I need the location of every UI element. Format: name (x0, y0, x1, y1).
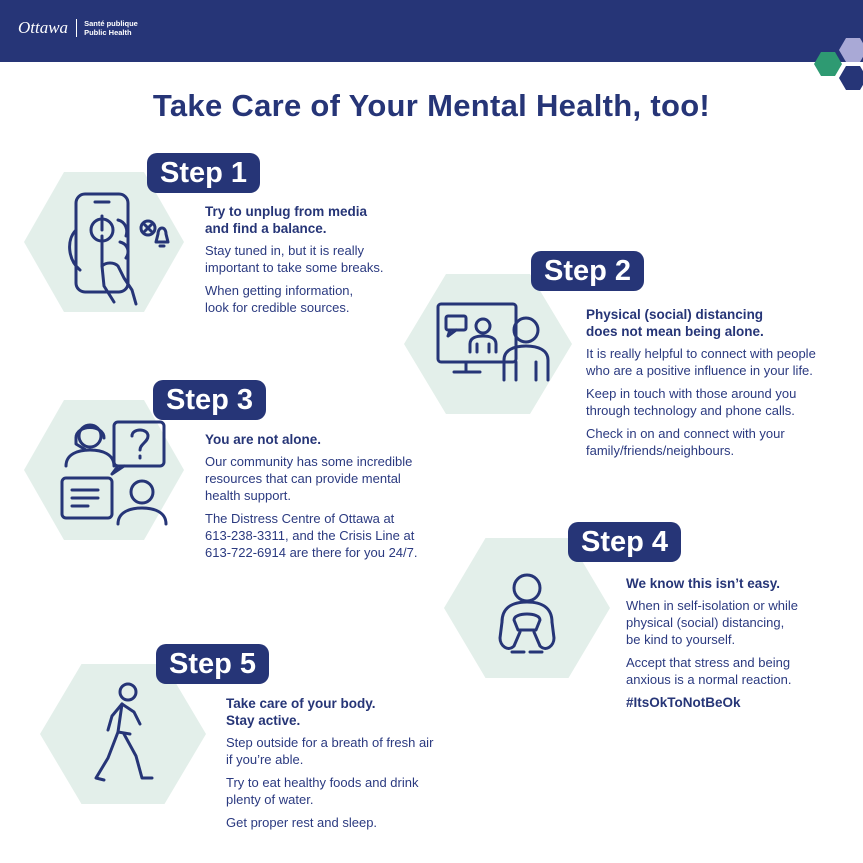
step5-paragraph-1: Step outside for a breath of fresh air i… (226, 735, 434, 767)
phone-unplug-icon (68, 192, 170, 306)
step1-paragraph-2: When getting information, look for credi… (205, 283, 354, 315)
header-bar: Ottawa Santé publique Public Health (0, 0, 863, 62)
step1-badge: Step 1 (147, 153, 261, 193)
step5-paragraph-2: Try to eat healthy foods and drink plent… (226, 775, 419, 807)
step3-paragraph-2: The Distress Centre of Ottawa at 613-238… (205, 511, 418, 560)
walking-person-icon (94, 682, 154, 782)
step2-paragraph-2: Keep in touch with those around you thro… (586, 386, 797, 418)
hashtag-link[interactable]: #ItsOkToNotBeOk (626, 695, 741, 710)
step4-paragraph-2: Accept that stress and being anxious is … (626, 655, 792, 687)
step2-text: Physical (social) distancing does not me… (586, 306, 856, 465)
step5-paragraph-3: Get proper rest and sleep. (226, 815, 378, 830)
step3-paragraph-1: Our community has some incredible resour… (205, 454, 413, 503)
step5-badge: Step 5 (156, 644, 270, 684)
ottawa-logo[interactable]: Ottawa Santé publique Public Health (18, 18, 138, 38)
logo-subtitle: Santé publique Public Health (84, 19, 138, 37)
step4-heading: We know this isn’t easy. (626, 576, 781, 591)
step3-text: You are not alone. Our community has som… (205, 431, 465, 567)
logo-divider (76, 19, 78, 37)
step4-text: We know this isn’t easy. When in self-is… (626, 575, 856, 711)
step3-heading: You are not alone. (205, 432, 322, 447)
support-chat-icon (60, 420, 168, 526)
step3-badge: Step 3 (153, 380, 267, 420)
step2-paragraph-3: Check in on and connect with your family… (586, 426, 785, 458)
step2-paragraph-1: It is really helpful to connect with peo… (586, 346, 816, 378)
page-title: Take Care of Your Mental Health, too! (152, 88, 711, 123)
step4-paragraph-1: When in self-isolation or while physical… (626, 598, 798, 647)
step5-heading: Take care of your body. Stay active. (226, 696, 376, 728)
step5-text: Take care of your body. Stay active. Ste… (226, 695, 466, 837)
logo-subtitle-en: Public Health (84, 28, 132, 37)
logo-subtitle-fr: Santé publique (84, 19, 138, 28)
step1-paragraph-1: Stay tuned in, but it is really importan… (205, 243, 384, 275)
video-call-icon (436, 302, 550, 382)
step2-heading: Physical (social) distancing does not me… (586, 307, 764, 339)
step1-heading: Try to unplug from media and find a bala… (205, 204, 368, 236)
corner-hexagons-decoration (814, 38, 863, 90)
sitting-person-icon (498, 573, 556, 654)
step4-badge: Step 4 (568, 522, 682, 562)
logo-wordmark: Ottawa (18, 18, 69, 37)
step1-text: Try to unplug from media and find a bala… (205, 203, 455, 322)
step2-badge: Step 2 (531, 251, 645, 291)
